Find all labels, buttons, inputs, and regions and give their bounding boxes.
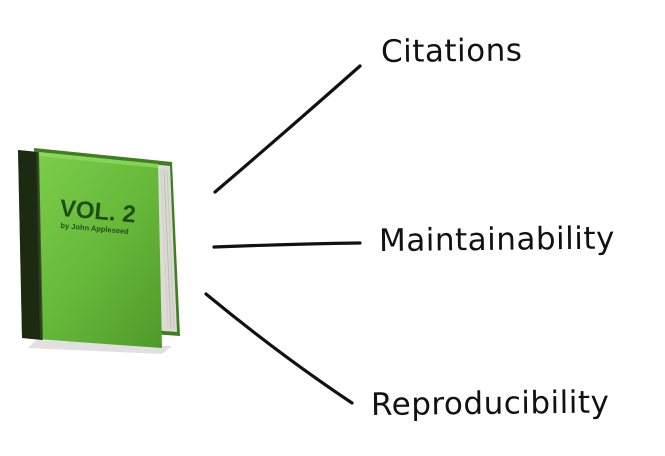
label-citations: Citations — [380, 32, 523, 70]
connector-maintainability — [212, 241, 362, 249]
green-book-icon: VOL. 2 by John Appleseed — [12, 140, 197, 360]
front-cover — [18, 150, 162, 348]
connector-reproducibility — [204, 292, 354, 405]
label-reproducibility: Reproducibility — [370, 384, 610, 423]
book-spine — [18, 150, 42, 340]
connector-citations — [213, 64, 362, 194]
book-illustration: VOL. 2 by John Appleseed — [18, 148, 180, 354]
label-maintainability: Maintainability — [378, 220, 616, 259]
book-volume-text: VOL. 2 — [59, 195, 137, 229]
